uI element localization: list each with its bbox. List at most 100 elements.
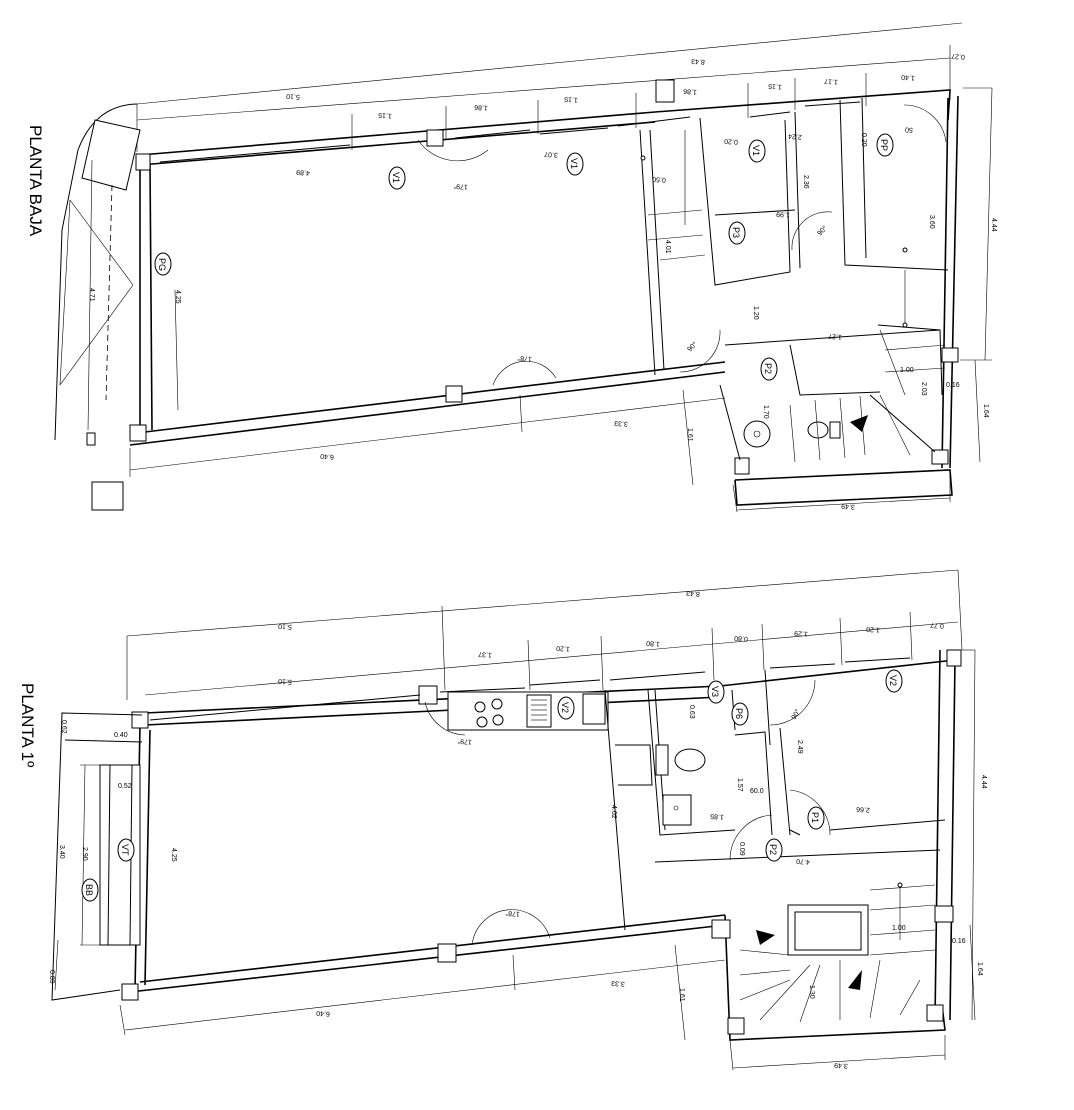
dim-seg-186a: 1.86	[474, 103, 488, 111]
dim-020b: 0.20	[860, 133, 867, 147]
tag-v2b: V2	[885, 669, 903, 693]
tag-p2: P2	[765, 838, 783, 862]
dim-90a: 90°	[816, 224, 829, 237]
dim-seg-140: 1.40	[901, 73, 915, 81]
dim-444: 4.44	[980, 775, 987, 789]
dim-050: 0.50	[652, 175, 666, 183]
planta-1-plan: PLANTA 1º	[18, 569, 987, 1071]
dim-063: 0.63	[688, 705, 695, 719]
dim-333: 3.33	[611, 979, 625, 987]
svg-text:P1: P1	[810, 812, 820, 823]
tag-v1b: V1	[566, 152, 584, 176]
dim-185: 1.85	[710, 812, 724, 820]
dim-444: 4.44	[990, 218, 997, 232]
dim-640: 6.40	[320, 452, 334, 460]
dim-333: 3.33	[614, 419, 628, 427]
svg-text:PG: PG	[157, 258, 167, 271]
dim-425: 4.25	[170, 848, 177, 862]
tag-v2a: V2	[557, 696, 575, 720]
dim-130: 1.30	[808, 985, 815, 999]
dim-top-total: 8.43	[691, 57, 705, 65]
dim-178: 178°	[505, 909, 520, 918]
dim-seg-117: 1.17	[824, 77, 838, 85]
dim-203: 2.03	[920, 382, 927, 396]
tag-v3: V3	[707, 680, 725, 704]
dim-corner: 0.27	[951, 52, 965, 60]
tag-v1a: V1	[388, 166, 406, 190]
dim-224: 2.24	[788, 132, 802, 140]
svg-text:VT: VT	[120, 844, 130, 856]
dim-161: 1.61	[678, 988, 685, 1002]
dim-120: 1.20	[752, 306, 759, 320]
dim-040: 0.40	[114, 732, 128, 739]
dim-425: 4.25	[174, 290, 181, 304]
dim-179: 179°	[457, 737, 472, 746]
planta-1-title: PLANTA 1º	[18, 683, 37, 767]
dim-060: 60.0	[750, 788, 764, 795]
dim-seg-080: 0.80	[734, 634, 748, 642]
dim-249: 2.49	[796, 740, 803, 754]
dim-50: 50	[905, 125, 913, 133]
tag-v1c: V1	[748, 139, 766, 163]
dim-266: 2.66	[856, 805, 870, 813]
dim-seg-186b: 1.86	[683, 87, 697, 95]
dim-100: 1.00	[900, 367, 914, 374]
dim-157: 1.57	[736, 778, 743, 792]
dim-402: 4.02	[610, 805, 617, 819]
dim-seg-115c: 1.15	[768, 82, 782, 90]
dim-164: 1.64	[976, 962, 983, 976]
dim-236: 2.36	[802, 175, 809, 189]
tag-vt: VT	[117, 838, 135, 862]
dim-640: 6.40	[316, 1009, 330, 1017]
svg-text:P6: P6	[734, 708, 744, 719]
dim-020a: 0.20	[724, 137, 738, 145]
dim-178: 178°	[517, 354, 532, 363]
svg-text:V1: V1	[751, 145, 761, 156]
dim-089: 0.89	[48, 970, 55, 984]
dim-seg-120b: 1.20	[866, 625, 880, 633]
kitchen-counter	[447, 691, 609, 731]
dim-470: 4.70	[796, 857, 810, 865]
tag-p1: P1	[807, 806, 825, 830]
dim-471: 4.71	[88, 288, 95, 302]
tag-pg: PG	[154, 252, 172, 276]
dim-inner-510: 5.10	[278, 677, 292, 685]
dim-360: 3.60	[928, 215, 935, 229]
dim-90b: 90°	[686, 340, 699, 353]
dim-seg-510: 5.10	[278, 622, 292, 630]
dim-127: 1.27	[828, 332, 842, 340]
svg-text:P3: P3	[731, 227, 741, 238]
svg-text:V2: V2	[888, 675, 898, 686]
dim-seg-120a: 1.20	[556, 644, 570, 652]
svg-text:V3: V3	[710, 686, 720, 697]
dim-179: 179°	[453, 182, 468, 191]
dim-307: 3.07	[544, 150, 558, 158]
svg-text:V2: V2	[560, 702, 570, 713]
dim-top-total: 8.43	[686, 589, 700, 597]
dim-seg-115a: 1.15	[378, 111, 392, 119]
svg-text:BB: BB	[84, 884, 94, 896]
stair-planta-1	[739, 882, 936, 1023]
tag-p2: P2	[760, 357, 778, 381]
dim-016: 0.16	[952, 938, 966, 945]
dim-401: 4.01	[664, 240, 671, 254]
dim-seg-510: 5.10	[286, 92, 300, 100]
dim-009: 0.09	[738, 842, 745, 856]
dim-062: 0.62	[60, 720, 67, 734]
dim-290: 2.90	[81, 847, 88, 861]
svg-text:V1: V1	[569, 158, 579, 169]
dim-016: 0.16	[946, 382, 960, 389]
dim-489: 4.89	[296, 168, 310, 176]
dim-seg-115b: 1.15	[564, 95, 578, 103]
dim-161: 1.61	[686, 428, 693, 442]
svg-text:P2: P2	[768, 844, 778, 855]
stair-planta-baja	[640, 130, 946, 463]
dim-349: 3.49	[834, 1061, 848, 1069]
svg-text:V1: V1	[391, 172, 401, 183]
planta-baja-plan: PLANTA BAJA	[26, 22, 997, 513]
dim-seg-180: 1.80	[646, 639, 660, 647]
tag-p3: P3	[728, 221, 746, 245]
svg-text:PP: PP	[879, 139, 889, 151]
svg-text:P2: P2	[763, 363, 773, 374]
